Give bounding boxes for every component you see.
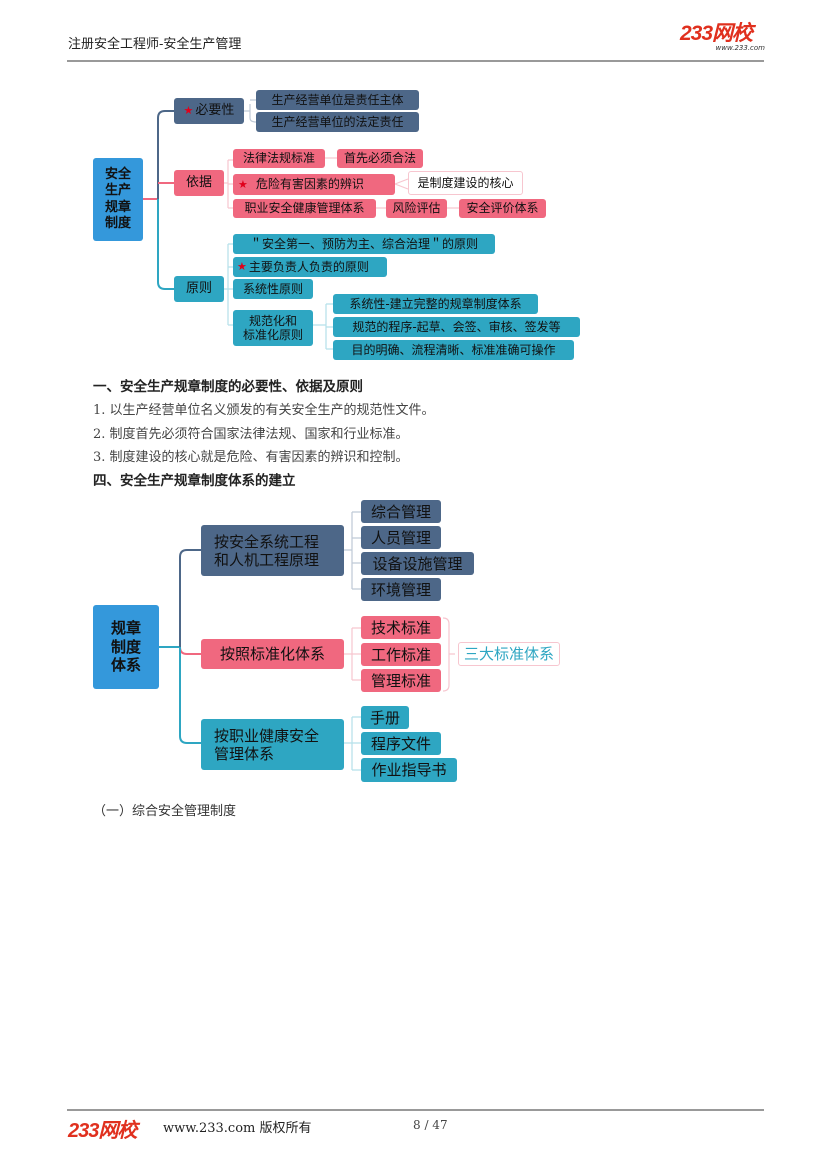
leaf-node: 首先必须合法 [337, 149, 423, 168]
logo-text: 233网校 [680, 22, 753, 45]
leaf-node: 职业安全健康管理体系 [233, 199, 376, 218]
branch-basis: 依据 [174, 170, 224, 196]
branch-line: 按安全系统工程 [214, 532, 320, 551]
leaf-node: 人员管理 [361, 526, 441, 549]
footer-copyright: www.233.com 版权所有 [163, 1121, 312, 1136]
leaf-node-starred: ★ 危险有害因素的辨识 [233, 174, 395, 195]
root-line: 制度 [104, 215, 131, 231]
leaf-node: 环境管理 [361, 578, 441, 601]
brand-logo: 233网校 www.233.com [680, 22, 766, 54]
leaf-node: 工作标准 [361, 643, 441, 666]
logo-url: www.233.com [715, 44, 766, 52]
leaf-node: 生产经营单位是责任主体 [256, 90, 419, 110]
leaf-node: 综合管理 [361, 500, 441, 523]
leaf-node: 手册 [361, 706, 409, 729]
subsection-heading: （一）综合安全管理制度 [93, 804, 237, 819]
branch-occupational-health: 按职业健康安全 管理体系 [201, 719, 344, 770]
leaf-node: 生产经营单位的法定责任 [256, 112, 419, 132]
star-icon: ★ [183, 104, 194, 118]
header-title: 注册安全工程师-安全生产管理 [68, 37, 242, 52]
leaf-node: 程序文件 [361, 732, 441, 755]
mindmap2-root: 规章 制度 体系 [93, 605, 159, 689]
branch-safety-engineering: 按安全系统工程 和人机工程原理 [201, 525, 344, 576]
root-line: 体系 [110, 656, 141, 675]
section-heading: 四、安全生产规章制度体系的建立 [93, 473, 296, 489]
section-heading: 一、安全生产规章制度的必要性、依据及原则 [93, 379, 363, 395]
branch-standardization: 按照标准化体系 [201, 639, 344, 669]
leaf-node: 规范的程序-起草、会签、审核、签发等 [333, 317, 580, 337]
footer-divider [67, 1109, 764, 1111]
page-number: 8 / 47 [413, 1118, 448, 1132]
leaf-node: 设备设施管理 [361, 552, 474, 575]
root-line: 安全 [104, 167, 131, 182]
list-item: 1. 以生产经营单位名义颁发的有关安全生产的规范性文件。 [93, 403, 435, 418]
sub-branch-line: 标准化原则 [242, 328, 303, 342]
leaf-node: 技术标准 [361, 616, 441, 639]
leaf-node: 作业指导书 [361, 758, 457, 782]
branch-necessity: ★ 必要性 [174, 98, 244, 124]
summary-label: 三大标准体系 [458, 642, 560, 666]
root-line: 规章 [104, 199, 131, 215]
branch-line: 管理体系 [214, 744, 275, 763]
branch-label: 必要性 [195, 103, 235, 119]
branch-line: 按职业健康安全 [214, 726, 320, 745]
leaf-node-note: 是制度建设的核心 [408, 171, 523, 195]
root-line: 生产 [104, 183, 131, 199]
root-line: 制度 [110, 637, 141, 656]
list-item: 2. 制度首先必须符合国家法律法规、国家和行业标准。 [93, 427, 409, 442]
leaf-node: 目的明确、流程清晰、标准准确可操作 [333, 340, 574, 360]
leaf-node: 管理标准 [361, 669, 441, 692]
root-line: 规章 [110, 618, 141, 637]
leaf-node: 风险评估 [386, 199, 447, 218]
mindmap1-root: 安全 生产 规章 制度 [93, 158, 143, 241]
leaf-node-starred: ★ 主要负责人负责的原则 [233, 257, 387, 277]
branch-line: 和人机工程原理 [214, 550, 320, 569]
sub-branch-standardization: 规范化和 标准化原则 [233, 310, 313, 346]
leaf-label: 危险有害因素的辨识 [255, 177, 364, 192]
list-item: 3. 制度建设的核心就是危险、有害因素的辨识和控制。 [93, 450, 409, 465]
branch-principles: 原则 [174, 276, 224, 302]
header-divider [67, 60, 764, 62]
leaf-node: 系统性原则 [233, 279, 313, 299]
leaf-node: 法律法规标准 [233, 149, 325, 168]
footer-logo: 233网校 [68, 1120, 137, 1142]
leaf-node: ＂安全第一、预防为主、综合治理＂的原则 [233, 234, 495, 254]
star-icon: ★ [238, 177, 248, 191]
leaf-node: 系统性-建立完整的规章制度体系 [333, 294, 538, 314]
leaf-label: 主要负责人负责的原则 [248, 259, 369, 274]
star-icon: ★ [237, 260, 247, 274]
leaf-node: 安全评价体系 [459, 199, 546, 218]
sub-branch-line: 规范化和 [248, 313, 297, 328]
